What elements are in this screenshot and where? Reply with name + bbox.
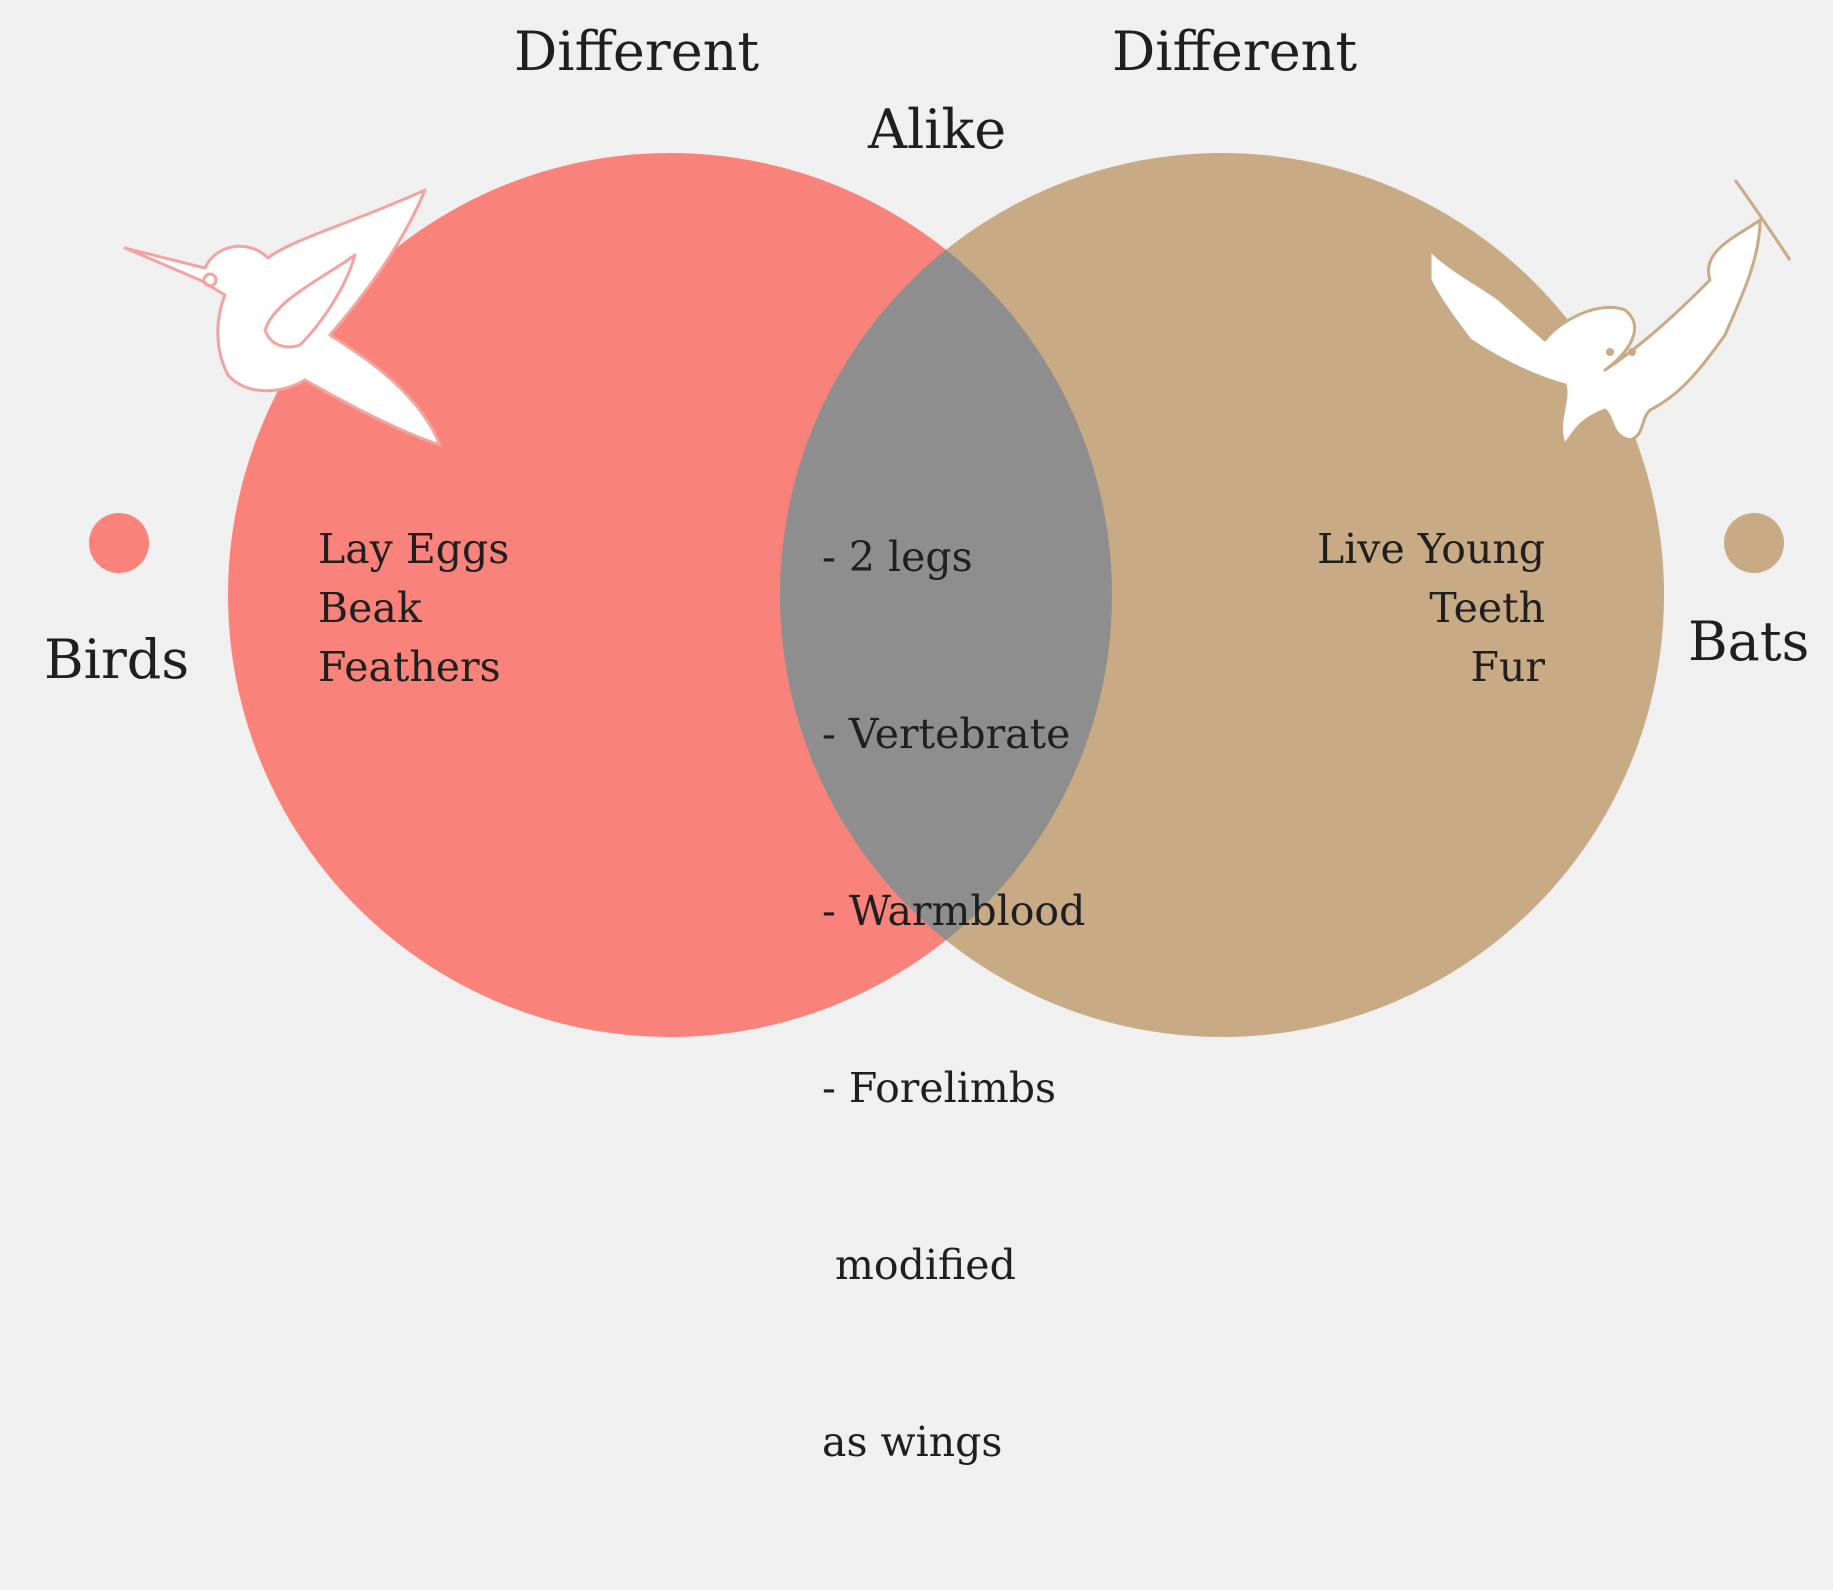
birds-item: Lay Eggs xyxy=(318,525,510,573)
birds-item-list: Lay Eggs Beak Feathers xyxy=(318,520,509,697)
alike-item: as wings xyxy=(822,1418,1003,1466)
venn-graphic xyxy=(89,153,1792,1037)
birds-legend-dot xyxy=(89,513,149,573)
alike-item-list: - 2 legs - Vertebrate - Warmblood - Fore… xyxy=(822,410,1085,1590)
birds-item: Beak xyxy=(318,584,422,632)
birds-item: Feathers xyxy=(318,643,501,691)
heading-different-right: Different xyxy=(1112,20,1358,83)
alike-item: modified xyxy=(822,1241,1016,1289)
bats-item-list: Live Young Teeth Fur xyxy=(1280,520,1545,697)
birds-label: Birds xyxy=(44,628,190,691)
bird-icon xyxy=(123,188,442,447)
alike-item: - Forelimbs xyxy=(822,1064,1057,1112)
alike-item: - 2 legs xyxy=(822,533,973,581)
bat-icon xyxy=(1428,179,1792,447)
bats-item: Teeth xyxy=(1429,584,1545,632)
bats-legend-dot xyxy=(1724,513,1784,573)
heading-alike: Alike xyxy=(868,98,1007,161)
bats-item: Fur xyxy=(1470,643,1545,691)
alike-item: - Vertebrate xyxy=(822,710,1071,758)
venn-diagram: Different Different Alike Birds Bats Lay… xyxy=(44,20,1810,1466)
heading-different-left: Different xyxy=(514,20,760,83)
overlap-region xyxy=(780,153,1112,1037)
bats-item: Live Young xyxy=(1316,525,1545,573)
alike-item: - Warmblood xyxy=(822,887,1086,935)
bats-label: Bats xyxy=(1688,610,1810,673)
